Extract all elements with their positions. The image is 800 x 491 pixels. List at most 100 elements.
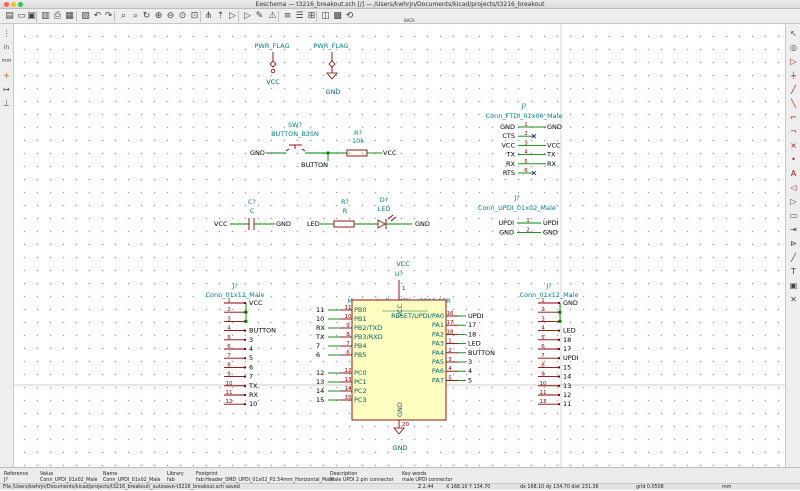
conn-right-pin-num: 9 xyxy=(541,372,545,378)
ftdi-pin-name: GND xyxy=(500,123,515,131)
led-triangle xyxy=(377,219,386,229)
toolbar-separator xyxy=(278,11,279,22)
mcu-left-pin-name: PB3/RXD xyxy=(354,333,383,341)
mcu-right-net: 18 xyxy=(468,330,476,338)
find-replace-icon[interactable]: ⌕ xyxy=(132,11,139,21)
schematic-drawing: PWR_FLAGVCCPWR_FLAGGNDSW?BUTTON_B3SNGNDB… xyxy=(14,24,785,467)
ftdi-pin-name: TX xyxy=(506,151,516,159)
ftdi-pin-num: 4 xyxy=(524,150,528,156)
open-icon[interactable]: ▭ xyxy=(17,11,26,21)
sheet-pin-icon[interactable]: ⊳ xyxy=(790,239,797,248)
add-wire-icon[interactable]: ╱ xyxy=(791,85,796,94)
save-icon[interactable]: ▣ xyxy=(27,11,36,21)
hierarchy-icon[interactable]: ⋔ xyxy=(204,11,213,21)
footprint-editor-icon[interactable]: ◫ xyxy=(321,11,330,21)
mcu-left-pin-num: 14 xyxy=(345,386,352,392)
mcu-left-pin-num: 6 xyxy=(346,350,350,356)
library-browser-icon[interactable]: ▷ xyxy=(244,11,251,21)
zoom-in-icon[interactable]: ⊕ xyxy=(154,11,163,21)
bus-entry-icon[interactable]: ¬ xyxy=(790,127,797,136)
redo-icon[interactable]: ↷ xyxy=(104,11,113,21)
back-annotate-icon[interactable]: ⟲ xyxy=(345,11,354,21)
close-window-button[interactable] xyxy=(4,2,9,7)
zoom-selection-icon[interactable]: ⊡ xyxy=(190,11,199,21)
zoom-out-icon[interactable]: ⊖ xyxy=(166,11,175,21)
power-flag-net: VCC xyxy=(266,78,280,86)
hier-sheet-icon[interactable]: ▭ xyxy=(789,211,798,220)
wire-entry-icon[interactable]: ⌐ xyxy=(790,113,797,122)
cursor-icon[interactable]: + xyxy=(3,71,10,80)
delete-icon[interactable]: ✕ xyxy=(790,295,797,304)
hidden-pins-icon[interactable]: ↦ xyxy=(3,85,10,94)
junction-dot xyxy=(244,319,248,323)
select-icon[interactable]: ↖ xyxy=(790,29,797,38)
add-line-icon[interactable]: ╱ xyxy=(791,253,796,262)
mcu-right-pin-num: 2 xyxy=(448,348,452,354)
mcu-body xyxy=(351,299,447,421)
bus-wire-mode-icon[interactable]: ⊥ xyxy=(3,99,10,108)
add-symbol-icon[interactable]: ▷ xyxy=(790,57,797,66)
conn-right-pin-num: 7 xyxy=(541,353,545,359)
conn-right-pin-end xyxy=(558,366,560,369)
mm-icon[interactable]: mm xyxy=(1,58,12,64)
annotate-icon[interactable]: ✎ xyxy=(255,11,264,21)
highlight-net-icon[interactable]: ◎ xyxy=(790,43,797,52)
library-editor-icon[interactable]: ▷ xyxy=(229,11,236,21)
add-text-icon[interactable]: T xyxy=(791,267,796,276)
conn-right-pin-net: 17 xyxy=(563,345,571,353)
zoom-fit-icon[interactable]: ⊙ xyxy=(178,11,187,21)
add-bus-icon[interactable]: ╲ xyxy=(791,99,796,108)
updi-pin-num: 1 xyxy=(526,218,530,224)
status-grid: grid 0.0508 xyxy=(636,485,664,490)
global-label-icon[interactable]: ◁ xyxy=(790,183,797,192)
erc-icon[interactable]: ⚠ xyxy=(268,11,277,21)
mcu-left-pin-num: 15 xyxy=(345,395,352,401)
no-connect-icon[interactable]: × xyxy=(790,141,797,150)
led-resistor-body xyxy=(333,220,355,228)
mcu-right-pin-num: 16 xyxy=(447,311,454,317)
conn-right-pin-end xyxy=(558,302,560,304)
undo-icon[interactable]: ↶ xyxy=(93,11,102,21)
plot-icon[interactable]: ▦ xyxy=(65,11,74,21)
switch-net-right: BUTTON xyxy=(301,161,328,169)
mcu-left-net: RX xyxy=(316,324,326,332)
inch-icon[interactable]: in xyxy=(3,44,10,51)
run-pcbnew-icon[interactable]: ▩ xyxy=(333,11,342,21)
conn-left-pin-end xyxy=(244,394,246,396)
capacitor-net-left: VCC xyxy=(214,220,228,228)
add-image-icon[interactable]: ▣ xyxy=(789,281,798,290)
refresh-icon[interactable]: ↻ xyxy=(142,11,151,21)
grid-icon[interactable]: ⋮ xyxy=(2,29,11,38)
name-label: Name xyxy=(103,472,118,477)
add-power-icon[interactable]: ⏚ xyxy=(789,71,798,80)
page-setup-icon[interactable]: ▥ xyxy=(41,11,50,21)
updi-pin-net: GND xyxy=(543,228,558,236)
new-sheet-icon[interactable]: ▤ xyxy=(5,11,14,21)
mcu-left-pin-num: 11 xyxy=(345,305,352,311)
junction-icon[interactable]: • xyxy=(791,155,796,164)
status-message: File /Users/kwhrjn/Documents/kicad/proje… xyxy=(3,485,240,490)
conn-left-pin-num: 2 xyxy=(227,307,231,313)
main-toolbar: ▤▭▣▥⎙▦▧↶↷⌕⌕↻⊕⊖⊙⊡⋔⇡▷▷✎⚠≡☰⊞◫▩⟲BACK xyxy=(0,9,800,24)
minimize-window-button[interactable] xyxy=(11,2,16,7)
sheet-up-icon[interactable]: ⇡ xyxy=(216,11,225,21)
net-label-icon[interactable]: A xyxy=(790,169,797,178)
mcu-left-pin-num: 12 xyxy=(345,368,352,374)
bom-icon[interactable]: ☰ xyxy=(295,11,304,21)
back-label[interactable]: BACK xyxy=(404,18,415,23)
hier-label-icon[interactable]: ▷ xyxy=(790,197,797,206)
ftdi-pin-net: TX xyxy=(546,151,556,159)
find-icon[interactable]: ⌕ xyxy=(120,11,127,21)
paste-icon[interactable]: ▧ xyxy=(81,11,90,21)
print-icon[interactable]: ⎙ xyxy=(53,11,62,21)
toolbar-separator xyxy=(76,11,77,22)
mcu-right-pin-num: 3 xyxy=(448,357,452,363)
no-connect-flag xyxy=(531,133,537,139)
zoom-window-button[interactable] xyxy=(18,2,23,7)
assign-footprints-icon[interactable]: ⊞ xyxy=(307,11,316,21)
conn-right-pin-net: 15 xyxy=(563,363,571,371)
import-sheet-pin-icon[interactable]: ⇥ xyxy=(790,225,797,234)
netlist-icon[interactable]: ≡ xyxy=(283,11,292,21)
right-toolbar: ↖ ◎ ▷ ⏚ ╱ ╲ ⌐ ¬ × • A ◁ ▷ ▭ ⇥ ⊳ ╱ T ▣ ✕ xyxy=(785,24,800,467)
